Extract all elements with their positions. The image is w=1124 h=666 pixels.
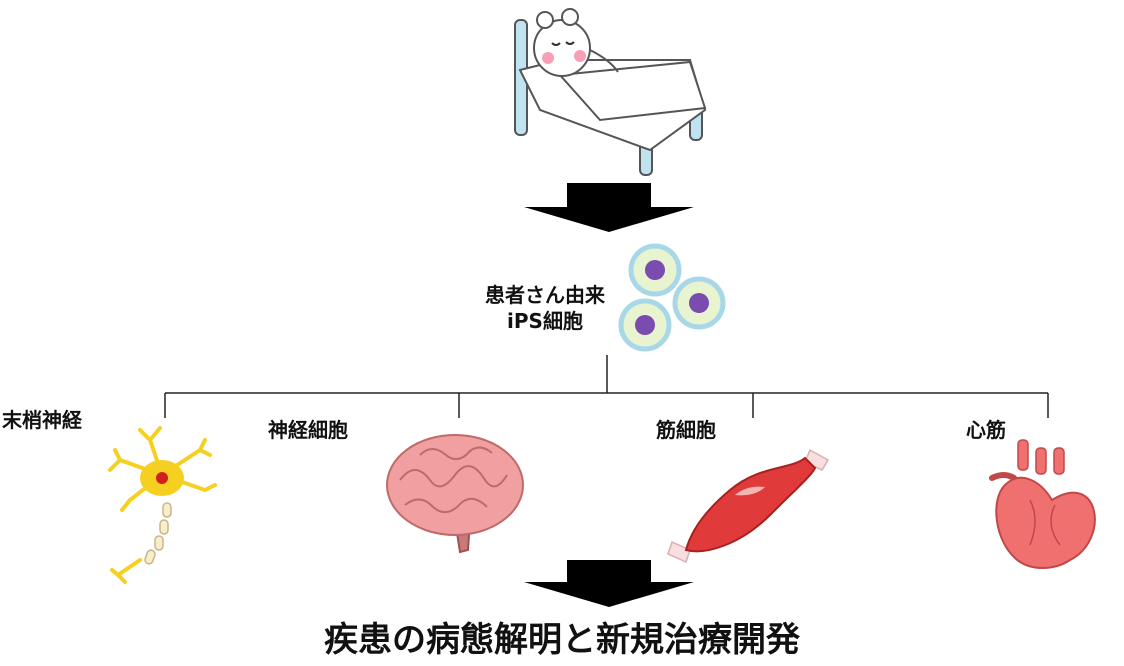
- patient-in-bed-icon: [514, 8, 707, 176]
- ips-cell-label: 患者さん由来 iPS細胞: [470, 282, 620, 334]
- branch-label-cardiac-muscle: 心筋: [966, 418, 1006, 442]
- down-arrow-2: [524, 560, 694, 607]
- branch-lines: [164, 355, 1049, 418]
- brain-icon: [386, 434, 524, 554]
- muscle-icon: [667, 448, 830, 564]
- branch-label-muscle-cell: 筋細胞: [656, 418, 716, 442]
- conclusion-title: 疾患の病態解明と新規治療開発: [324, 620, 800, 660]
- ips-cell-label-line1: 患者さん由来: [485, 283, 605, 307]
- neuron-icon: [108, 426, 217, 584]
- branch-label-nerve-cell: 神経細胞: [268, 418, 348, 442]
- ips-cells-icon: [618, 243, 726, 352]
- ips-cell-label-line2: iPS細胞: [507, 309, 583, 333]
- heart-icon: [989, 439, 1096, 569]
- branch-label-peripheral-nerve: 末梢神経: [2, 408, 82, 432]
- down-arrow-1: [524, 183, 694, 232]
